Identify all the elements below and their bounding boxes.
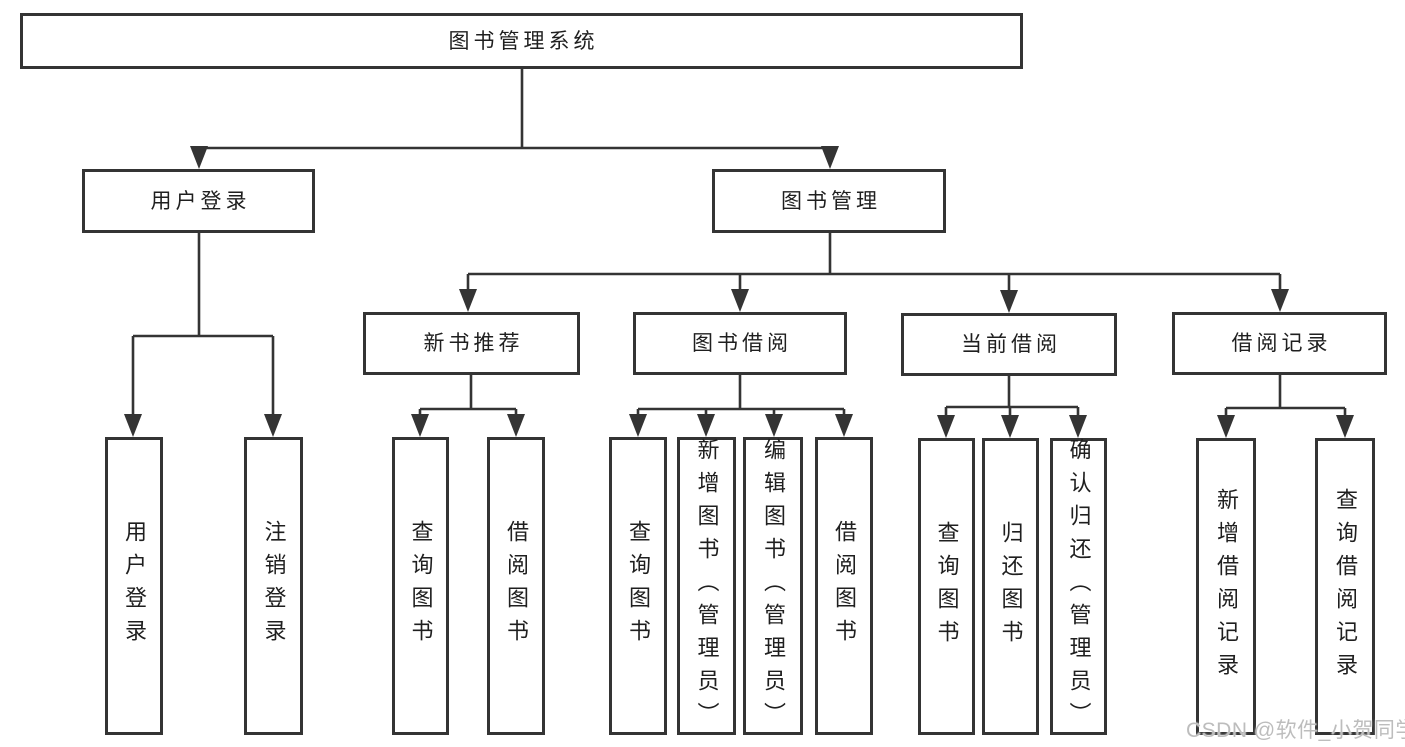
node-current-borrowing: 当前借阅 [901,313,1117,376]
leaf-recommend-query-books: 查询图书 [392,437,449,735]
connector-book-borrow-branch [636,375,846,418]
leaf-logout: 注销登录 [244,437,303,735]
node-new-book-recommend: 新书推荐 [363,312,580,375]
leaf-current-return-books: 归还图书 [982,438,1039,735]
node-root-label: 图书管理系统 [448,29,599,53]
node-new-book-recommend-label: 新书推荐 [423,332,524,355]
leaf-borrowing-query-books: 查询图书 [609,437,667,735]
connector-book-mgmt-branch [466,233,1282,294]
leaf-borrowing-borrow-books: 借阅图书 [815,437,873,735]
leaf-records-add-record: 新增借阅记录 [1196,438,1256,735]
arrowheads [124,146,1354,438]
connector-borrow-records-branch [1224,375,1347,419]
leaf-current-query-books: 查询图书 [918,438,975,735]
leaf-records-query-record: 查询借阅记录 [1315,438,1375,735]
node-root-system: 图书管理系统 [20,13,1023,69]
leaf-recommend-borrow-books: 借阅图书 [487,437,545,735]
connector-lines [131,67,1347,419]
connector-user-login-branch [131,233,275,418]
leaf-user-login: 用户登录 [105,437,163,735]
watermark: CSDN @软件_小贺同学 [1186,719,1405,742]
node-user-login: 用户登录 [82,169,315,233]
connector-root [197,67,832,150]
leaf-borrowing-edit-books-admin: 编辑图书（管理员） [743,437,803,735]
node-current-borrowing-label: 当前借阅 [961,333,1061,356]
leaf-current-confirm-return-admin: 确认归还（管理员） [1050,438,1107,735]
node-book-borrowing-label: 图书借阅 [692,332,792,355]
node-borrowing-records: 借阅记录 [1172,312,1387,375]
leaf-borrowing-add-books-admin: 新增图书（管理员） [677,437,736,735]
node-book-management: 图书管理 [712,169,946,233]
node-user-login-label: 用户登录 [150,189,251,213]
node-borrowing-records-label: 借阅记录 [1231,332,1332,355]
node-book-borrowing: 图书借阅 [633,312,847,375]
connector-current-borrow-branch [944,376,1080,419]
connector-new-book-branch [418,375,518,418]
node-book-management-label: 图书管理 [781,189,881,213]
